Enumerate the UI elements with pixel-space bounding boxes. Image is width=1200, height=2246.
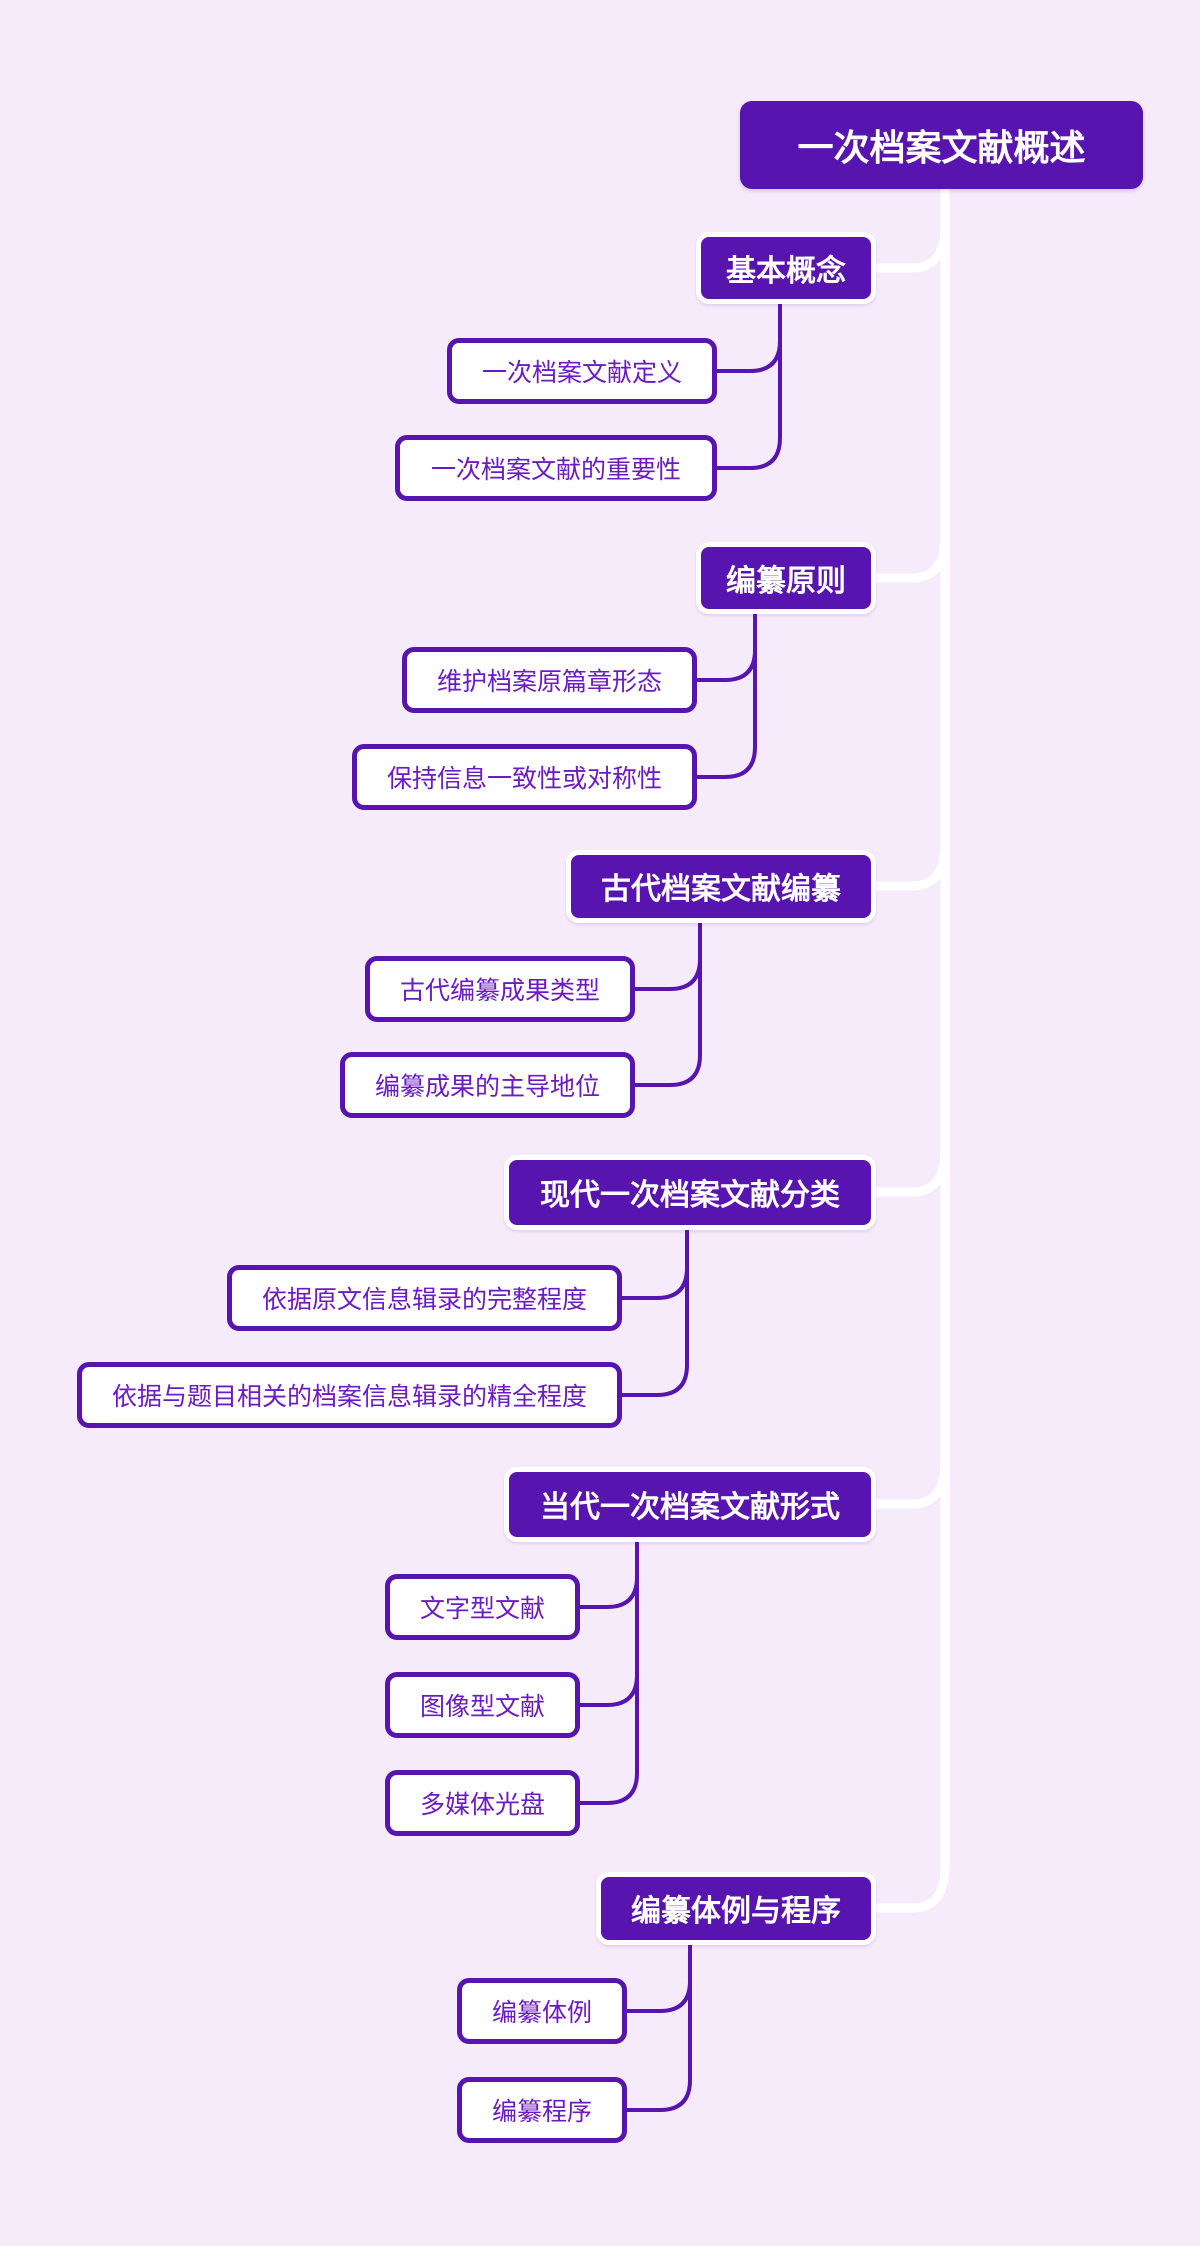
- leaf-connector-5-1: [574, 1537, 639, 1609]
- leaf-connector-1-1: [711, 300, 782, 373]
- leaf-node-5-1[interactable]: 文字型文献: [385, 1574, 580, 1640]
- section-node-3[interactable]: 古代档案文献编纂: [566, 849, 876, 923]
- branch-line-3: [867, 839, 950, 891]
- section-node-4[interactable]: 现代一次档案文献分类: [504, 1154, 876, 1230]
- leaf-connector-6-2: [621, 1940, 692, 2112]
- leaf-node-2-2[interactable]: 保持信息一致性或对称性: [352, 744, 697, 810]
- leaf-connector-1-2: [711, 300, 782, 470]
- section-node-6[interactable]: 编纂体例与程序: [596, 1871, 876, 1945]
- leaf-connector-5-2: [574, 1537, 639, 1707]
- leaf-connector-2-2: [691, 610, 757, 779]
- leaf-node-4-1[interactable]: 依据原文信息辑录的完整程度: [227, 1265, 622, 1331]
- leaf-node-6-1[interactable]: 编纂体例: [457, 1978, 627, 2044]
- leaf-node-1-1[interactable]: 一次档案文献定义: [447, 338, 717, 404]
- leaf-node-5-2[interactable]: 图像型文献: [385, 1672, 580, 1738]
- leaf-connector-4-2: [616, 1225, 689, 1397]
- leaf-connector-2-1: [691, 610, 757, 682]
- section-node-1[interactable]: 基本概念: [696, 232, 876, 304]
- leaf-connector-3-1: [629, 918, 702, 991]
- leaf-connector-6-1: [621, 1940, 692, 2013]
- leaf-node-6-2[interactable]: 编纂程序: [457, 2077, 627, 2143]
- root-node[interactable]: 一次档案文献概述: [740, 101, 1143, 189]
- leaf-connector-4-1: [616, 1225, 689, 1300]
- leaf-node-1-2[interactable]: 一次档案文献的重要性: [395, 435, 717, 501]
- leaf-node-2-1[interactable]: 维护档案原篇章形态: [402, 647, 697, 713]
- leaf-node-3-2[interactable]: 编纂成果的主导地位: [340, 1052, 635, 1118]
- branch-line-4: [867, 1145, 950, 1197]
- branch-line-5: [867, 1457, 950, 1509]
- branch-line-6: [867, 1861, 950, 1913]
- section-node-5[interactable]: 当代一次档案文献形式: [504, 1466, 876, 1542]
- leaf-node-4-2[interactable]: 依据与题目相关的档案信息辑录的精全程度: [77, 1362, 622, 1428]
- branch-line-1: [867, 221, 950, 273]
- branch-line-2: [867, 531, 950, 583]
- leaf-connector-5-3: [574, 1537, 639, 1805]
- leaf-node-3-1[interactable]: 古代编纂成果类型: [365, 956, 635, 1022]
- leaf-node-5-3[interactable]: 多媒体光盘: [385, 1770, 580, 1836]
- leaf-connector-3-2: [629, 918, 702, 1087]
- section-node-2[interactable]: 编纂原则: [696, 542, 876, 614]
